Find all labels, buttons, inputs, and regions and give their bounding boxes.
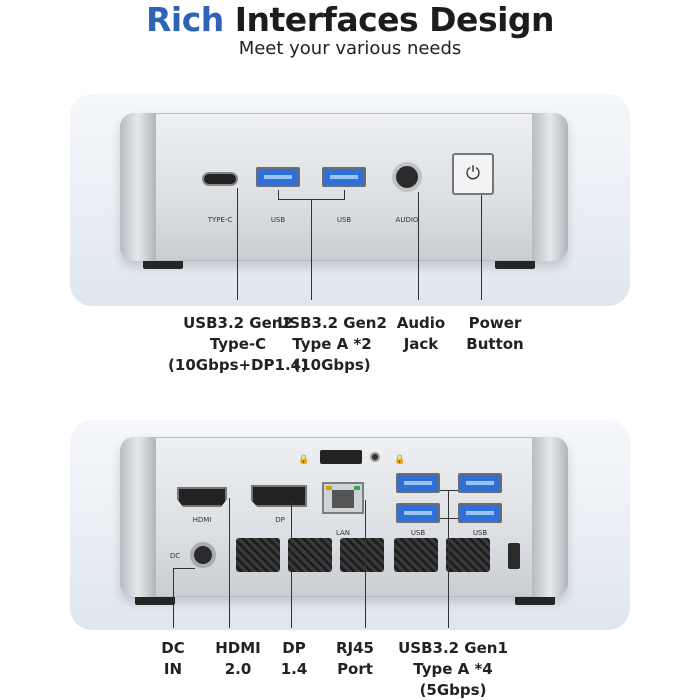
caption-audio: Audio Jack [396, 314, 446, 353]
usb-label: USB [472, 529, 488, 537]
usb-label: USB [270, 216, 286, 224]
lock-slot [508, 543, 520, 569]
leader-line [311, 199, 312, 300]
usb-label: USB [336, 216, 352, 224]
usb-a-port [396, 473, 440, 493]
usb-a-port [458, 503, 502, 523]
vent-grille [394, 538, 438, 572]
device-side-right [532, 437, 568, 597]
caption-dc-in: DC IN [161, 639, 185, 678]
usb-a-port [458, 473, 502, 493]
leader-line [278, 190, 279, 200]
usb-label: USB [410, 529, 426, 537]
leader-line [229, 498, 230, 628]
displayport-port [251, 485, 307, 507]
title-accent: Rich [145, 0, 224, 39]
audio-label: AUDIO [395, 216, 419, 224]
vent-grille [288, 538, 332, 572]
hdmi-port [177, 487, 227, 507]
leader-line [418, 192, 419, 300]
leader-line [291, 500, 292, 628]
caption-hdmi: HDMI 2.0 [215, 639, 261, 678]
lan-label: LAN [335, 529, 351, 537]
lock-icon: 🔒 [394, 455, 406, 465]
usb-a-port [396, 503, 440, 523]
device-foot [515, 595, 555, 605]
dc-in-port [190, 542, 216, 568]
usb-c-port [202, 172, 238, 186]
type-c-label: TYPE-C [207, 216, 233, 224]
caption-type-c: USB3.2 Gen2 Type-C (10Gbps+DP1.4) [168, 314, 308, 374]
lock-icon: 🔒 [298, 455, 310, 465]
device-side-right [532, 113, 568, 261]
leader-line [448, 490, 449, 628]
device-side-left [120, 437, 156, 597]
leader-line [237, 188, 238, 300]
leader-line [365, 500, 366, 628]
leader-line [440, 490, 458, 491]
lan-port [322, 482, 364, 514]
leader-line [440, 518, 458, 519]
page-title: Rich Interfaces Design [0, 0, 700, 39]
usb-a-port [256, 167, 300, 187]
vent-grille [236, 538, 280, 572]
caption-usb-a-front: USB3.2 Gen2 Type A *2 (10Gbps) [277, 314, 387, 374]
device-side-left [120, 113, 156, 261]
usb-a-port [322, 167, 366, 187]
device-foot [143, 259, 183, 269]
leader-line [173, 568, 174, 628]
lan-led [354, 486, 360, 490]
hdmi-label: HDMI [192, 516, 212, 524]
dc-label: DC [169, 552, 181, 560]
leader-line [481, 195, 482, 300]
audio-jack-port [392, 162, 422, 192]
page-subtitle: Meet your various needs [238, 38, 462, 59]
front-panel-device [120, 113, 568, 261]
leader-line [173, 568, 195, 569]
caption-power: Power Button [466, 314, 524, 353]
power-icon: ⏻ [452, 153, 494, 195]
device-foot [135, 595, 175, 605]
caption-usb-a-rear: USB3.2 Gen1 Type A *4 (5Gbps) [398, 639, 508, 699]
kensington-slot [320, 450, 362, 464]
title-rest: Interfaces Design [234, 0, 555, 39]
reset-hole [370, 452, 380, 462]
lan-led [326, 486, 332, 490]
device-foot [495, 259, 535, 269]
caption-rj45: RJ45 Port [335, 639, 374, 678]
leader-line [344, 190, 345, 200]
dp-label: DP [275, 516, 285, 524]
vent-grille [340, 538, 384, 572]
vent-grille [446, 538, 490, 572]
caption-dp: DP 1.4 [280, 639, 308, 678]
